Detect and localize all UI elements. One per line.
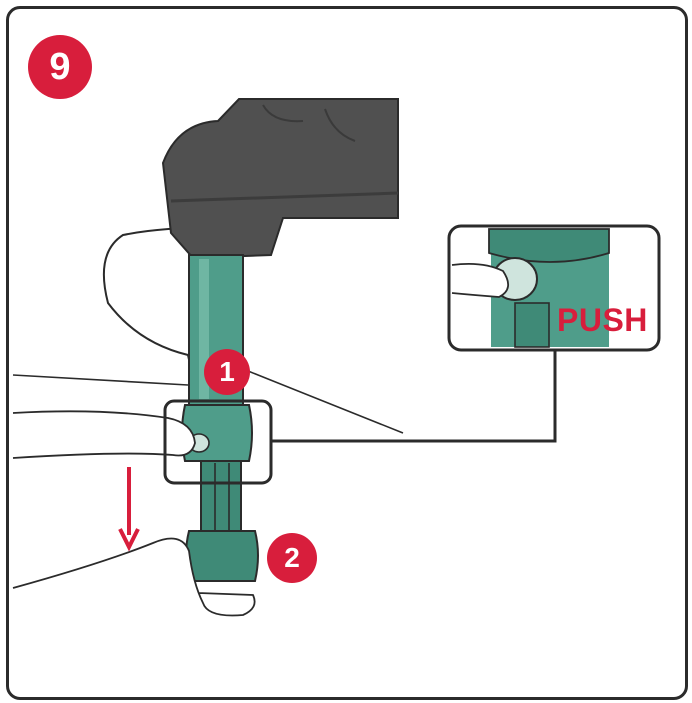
base-highlight [170, 191, 399, 203]
hand-lower [12, 537, 256, 617]
support-leg-lower [200, 460, 242, 534]
push-label: PUSH [557, 302, 648, 338]
connector-line [271, 351, 557, 443]
step-number-badge: 9 [28, 35, 92, 99]
support-leg-illustration [12, 98, 661, 617]
foot-collar [185, 530, 259, 582]
hand-upper [12, 410, 196, 459]
isofix-base [161, 98, 399, 260]
instruction-panel: 9 1 2 PUSH [6, 6, 688, 700]
arrow-down-icon [118, 467, 140, 552]
base-detail [262, 104, 356, 142]
inset-hand [451, 262, 509, 298]
seat-edge-line [12, 370, 404, 434]
callout-badge-2: 2 [267, 533, 317, 583]
callout-badge-1: 1 [204, 349, 250, 395]
